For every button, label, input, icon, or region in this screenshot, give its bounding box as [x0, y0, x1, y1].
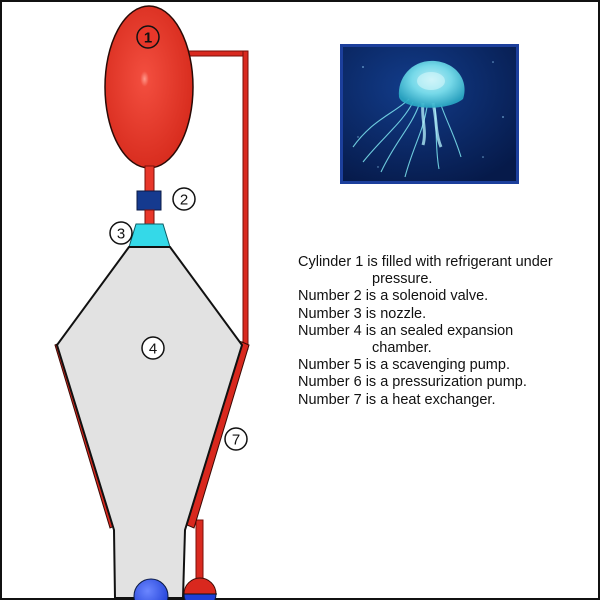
- nozzle: [128, 223, 171, 248]
- legend-item: Number 7 is a heat exchanger.: [298, 392, 583, 409]
- legend-item-text: Number 3 is nozzle.: [298, 305, 427, 322]
- legend-item-text: Number 6 is a pressurization pump.: [298, 374, 527, 391]
- legend-item: Number 3 is nozzle.: [298, 306, 583, 323]
- cylinder-outlet-pipe: [144, 165, 155, 195]
- jellyfish-bell: [398, 60, 465, 108]
- legend-item-continuation: pressure.: [372, 271, 433, 288]
- legend-item: Number 6 is a pressurization pump.: [298, 374, 583, 391]
- marker-1: 1: [136, 25, 160, 49]
- solenoid-valve: [136, 190, 162, 211]
- legend-item-text: Number 7 is a heat exchanger.: [298, 391, 496, 408]
- expansion-chamber: [55, 246, 244, 599]
- marker-2: 2: [172, 187, 196, 211]
- marker-7: 7: [224, 427, 248, 451]
- legend-item-continuation: chamber.: [372, 340, 432, 357]
- scavenging-pump: [133, 578, 169, 600]
- marker-3-label: 3: [117, 226, 125, 243]
- marker-4: 4: [141, 336, 165, 360]
- legend-item-text: Number 4 is an sealed expansion: [298, 322, 514, 339]
- legend-item-text: Number 2 is a solenoid valve.: [298, 288, 489, 305]
- legend-item: Number 4 is an sealed expansion chamber.: [298, 323, 583, 357]
- pump-feed-pipe: [195, 519, 204, 583]
- jellyfish-illustration: [343, 47, 516, 181]
- legend-item-text: Number 5 is a scavenging pump.: [298, 357, 510, 374]
- marker-4-label: 4: [149, 341, 157, 358]
- jellyfish-photo: [340, 44, 519, 184]
- legend-item-text: Cylinder 1 is filled with refrigerant un…: [298, 254, 553, 270]
- pressurization-pump: [183, 577, 217, 600]
- legend-item: Number 5 is a scavenging pump.: [298, 357, 583, 374]
- marker-1-label: 1: [144, 30, 152, 47]
- legend-item: Cylinder 1 is filled with refrigerant un…: [298, 254, 583, 288]
- marker-3: 3: [109, 221, 133, 245]
- legend-item: Number 2 is a solenoid valve.: [298, 288, 583, 305]
- marker-2-label: 2: [180, 192, 188, 209]
- marker-7-label: 7: [232, 432, 240, 449]
- legend: Cylinder 1 is filled with refrigerant un…: [298, 254, 583, 409]
- valve-outlet-pipe: [144, 209, 155, 225]
